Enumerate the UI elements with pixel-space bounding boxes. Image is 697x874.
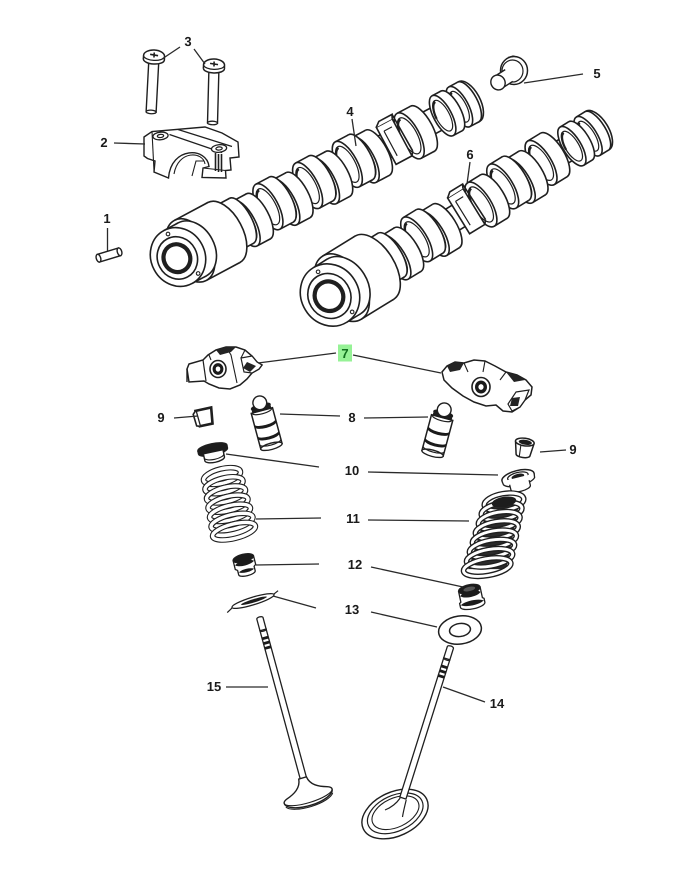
svg-text:12: 12 bbox=[348, 557, 362, 572]
svg-text:1: 1 bbox=[103, 211, 110, 226]
svg-text:14: 14 bbox=[490, 696, 505, 711]
svg-text:6: 6 bbox=[466, 147, 473, 162]
svg-text:5: 5 bbox=[593, 66, 600, 81]
svg-text:11: 11 bbox=[346, 511, 360, 526]
svg-text:3: 3 bbox=[184, 34, 191, 49]
svg-text:7: 7 bbox=[341, 346, 348, 361]
svg-text:15: 15 bbox=[207, 679, 221, 694]
svg-text:10: 10 bbox=[345, 463, 359, 478]
svg-text:2: 2 bbox=[100, 135, 107, 150]
svg-text:4: 4 bbox=[346, 104, 354, 119]
svg-text:9: 9 bbox=[569, 442, 576, 457]
svg-text:13: 13 bbox=[345, 602, 359, 617]
svg-text:8: 8 bbox=[348, 410, 355, 425]
svg-text:9: 9 bbox=[157, 410, 164, 425]
